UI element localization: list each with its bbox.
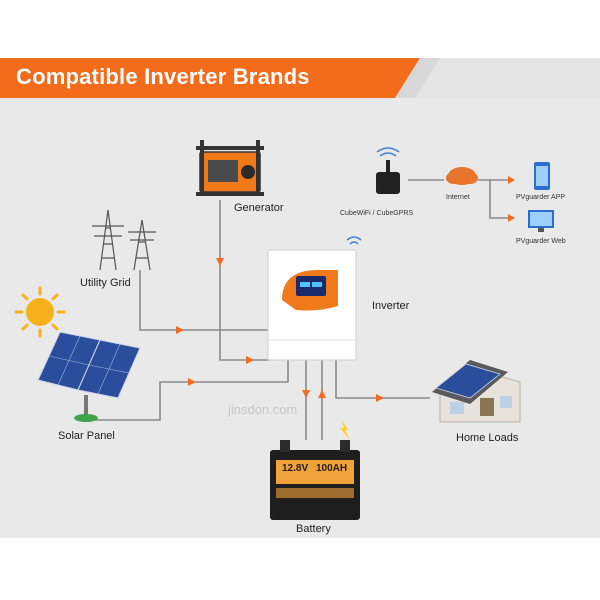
- grid-line: [139, 270, 270, 331]
- arrow-web: [508, 214, 515, 222]
- sun-icon: [14, 286, 66, 338]
- label-web: PVguarder Web: [516, 238, 566, 245]
- cloud-icon: [446, 167, 478, 185]
- inverter-icon: [267, 249, 357, 361]
- banner-shape: [0, 58, 600, 98]
- label-internet: Internet: [446, 194, 470, 201]
- label-cubewifi: CubeWiFi / CubeGPRS: [340, 210, 414, 217]
- internet-to-devices: [478, 179, 514, 219]
- battery-voltage: 12.8V: [282, 463, 309, 474]
- battery-icon: [270, 420, 360, 520]
- label-utility-grid: Utility Grid: [80, 277, 131, 289]
- label-inverter: Inverter: [372, 300, 410, 312]
- phone-icon: [534, 162, 550, 190]
- generator-line: [219, 200, 270, 361]
- label-battery: Battery: [296, 523, 331, 535]
- label-generator: Generator: [234, 202, 284, 214]
- flow-arrows: [176, 176, 515, 402]
- wifi-dongle-icon: [376, 147, 400, 194]
- wifi-signal-icon: [346, 236, 362, 245]
- arrow-solar: [188, 378, 196, 386]
- arrow-generator: [216, 258, 224, 266]
- title-banner: Compatible Inverter Brands: [0, 58, 600, 98]
- arrow-batt-up: [318, 390, 326, 398]
- arrow-gen-in: [246, 356, 254, 364]
- label-app: PVguarder APP: [516, 194, 566, 201]
- solar-line: [85, 358, 289, 421]
- home-line: [335, 358, 430, 399]
- label-home-loads: Home Loads: [456, 432, 519, 444]
- label-solar-panel: Solar Panel: [58, 430, 115, 442]
- house-icon: [432, 360, 521, 423]
- pylon-icon: [92, 209, 156, 271]
- arrow-grid: [176, 326, 184, 334]
- monitor-icon: [528, 210, 554, 232]
- generator-icon: [196, 140, 264, 196]
- watermark: jinsdon.com: [228, 402, 298, 417]
- battery-capacity: 100AH: [316, 463, 348, 474]
- arrow-app: [508, 176, 515, 184]
- arrow-batt-down: [302, 390, 310, 398]
- arrow-home: [376, 394, 384, 402]
- connection-lines: [85, 179, 514, 440]
- banner-title: Compatible Inverter Brands: [16, 64, 310, 89]
- solar-panel-icon: [37, 331, 141, 422]
